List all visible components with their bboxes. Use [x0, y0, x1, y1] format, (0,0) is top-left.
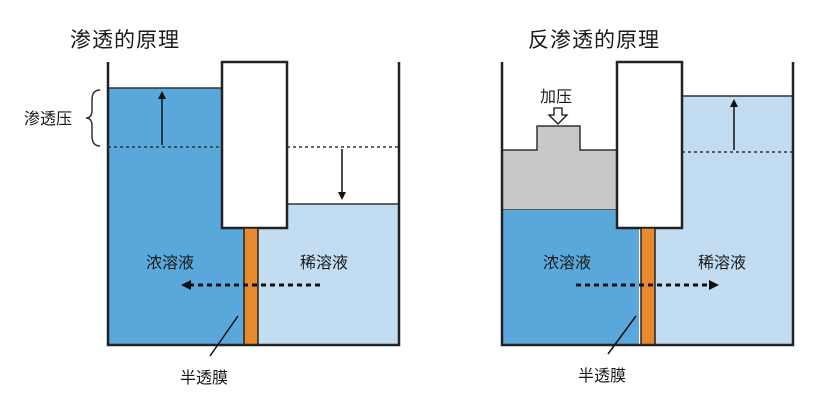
concentrated-solution-label: 浓溶液 — [146, 253, 194, 272]
container-walls — [500, 62, 795, 347]
pressure-down-arrow — [547, 107, 569, 125]
membrane-label: 半透膜 — [578, 366, 626, 385]
pressure-label: 加压 — [540, 87, 572, 106]
osmotic-pressure-label: 渗透压 — [24, 109, 72, 128]
membrane-label: 半透膜 — [180, 368, 228, 387]
osmotic-pressure-bracket — [85, 89, 101, 147]
pressure-piston — [501, 125, 618, 211]
reverse-osmosis-diagram: 加压 浓溶液 稀溶液 半透膜 — [500, 60, 795, 385]
osmosis-diagram: 浓溶液 稀溶液 渗透压 半透膜 — [24, 60, 401, 387]
center-divider — [615, 60, 684, 230]
membrane-pointer-line — [607, 315, 637, 355]
left-diagram-title: 渗透的原理 — [70, 28, 180, 52]
concentrated-solution-label: 浓溶液 — [543, 253, 591, 272]
membrane-pointer-line — [209, 315, 239, 357]
container-walls — [106, 62, 401, 347]
concentrated-solution-region — [502, 210, 639, 345]
dilute-solution-label: 稀溶液 — [300, 253, 348, 272]
right-diagram-title: 反渗透的原理 — [528, 28, 660, 52]
center-divider — [220, 60, 289, 230]
dilute-solution-label: 稀溶液 — [698, 253, 746, 272]
